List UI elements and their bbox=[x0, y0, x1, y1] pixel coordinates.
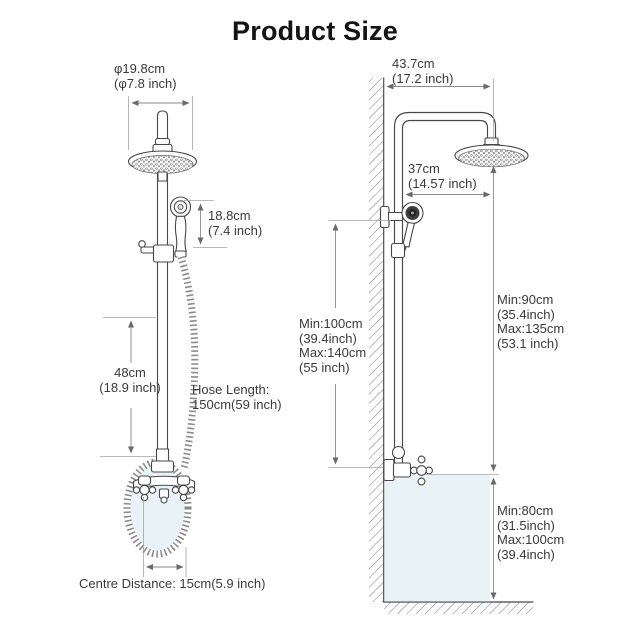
dim-min: Min:80cm bbox=[497, 503, 554, 518]
page-title: Product Size bbox=[232, 16, 398, 46]
dim-max-imperial: (53.1 inch) bbox=[497, 335, 559, 351]
dim-metric: 37cm bbox=[408, 161, 440, 176]
dim-min-imperial: (35.4inch) bbox=[497, 306, 555, 322]
dim-min: Min:100cm bbox=[299, 316, 363, 331]
valve-cross-handle bbox=[410, 455, 433, 486]
dim-max: Max:140cm bbox=[299, 345, 367, 360]
dim-imperial: (14.57 inch) bbox=[408, 176, 477, 191]
dim-max-imperial: (39.4inch) bbox=[497, 546, 555, 562]
label-centre-distance: Centre Distance: 15cm(5.9 inch) bbox=[79, 576, 266, 591]
dim-value: 150cm(59 inch) bbox=[192, 397, 282, 412]
dim-slide-bar-length bbox=[100, 317, 156, 457]
dim-bar-height-range bbox=[328, 220, 391, 468]
shower-nozzle-face bbox=[131, 155, 194, 174]
label-head-offset: 37cm (14.57 inch) bbox=[408, 161, 477, 191]
label-slide-bar-length: 48cm (18.9 inch) bbox=[84, 365, 176, 395]
label-hose-length: Hose Length: 150cm(59 inch) bbox=[192, 382, 282, 412]
mixer-valve bbox=[383, 445, 433, 486]
dim-imperial: (7.4 inch) bbox=[208, 223, 263, 238]
dim-metric: 43.7cm bbox=[392, 56, 435, 71]
dim-max: Max:135cm bbox=[497, 321, 565, 336]
label-head-height-range: Min:90cm (35.4inch) Max:135cm (53.1 inch… bbox=[497, 292, 565, 351]
dim-imperial: (φ7.8 inch) bbox=[114, 76, 177, 91]
left-shower-illustration bbox=[100, 96, 227, 577]
dim-metric: 18.8cm bbox=[208, 208, 251, 223]
dim-head-diameter bbox=[128, 96, 193, 150]
dim-imperial: (17.2 inch) bbox=[392, 71, 454, 86]
dim-metric: 48cm bbox=[114, 365, 146, 380]
faucet-cross-handle-left bbox=[132, 484, 157, 502]
dim-min-imperial: (39.4inch) bbox=[299, 330, 357, 346]
shower-pole bbox=[156, 110, 169, 471]
dim-min: Min:90cm bbox=[497, 292, 554, 307]
dim-hand-shower-length bbox=[184, 200, 227, 248]
wall-hatch bbox=[369, 78, 384, 602]
dim-metric: φ19.8cm bbox=[114, 61, 166, 76]
label-bar-height-range: Min:100cm (39.4inch) Max:140cm (55 inch) bbox=[299, 316, 367, 375]
height-range-region bbox=[384, 475, 490, 602]
dim-label: Hose Length: bbox=[192, 382, 270, 397]
label-arm-reach: 43.7cm (17.2 inch) bbox=[392, 56, 453, 86]
hand-shower-side bbox=[379, 201, 424, 259]
right-shower-illustration bbox=[328, 77, 534, 614]
faucet-cross-handle-right bbox=[171, 484, 196, 502]
dim-max-imperial: (55 inch) bbox=[299, 359, 350, 375]
dim-centre-distance bbox=[143, 497, 187, 577]
mixer-faucet bbox=[132, 448, 196, 504]
label-valve-height-range: Min:80cm (31.5inch) Max:100cm (39.4inch) bbox=[497, 503, 565, 562]
head-collar bbox=[154, 137, 171, 146]
dim-imperial: (18.9 inch) bbox=[99, 380, 161, 395]
label-head-diameter: φ19.8cm (φ7.8 inch) bbox=[114, 61, 177, 91]
slide-bracket bbox=[138, 240, 175, 263]
dim-max: Max:100cm bbox=[497, 532, 565, 547]
hand-shower bbox=[169, 196, 192, 258]
label-hand-shower-length: 18.8cm (7.4 inch) bbox=[208, 208, 262, 238]
floor-hatch bbox=[384, 602, 533, 614]
dim-min-imperial: (31.5inch) bbox=[497, 517, 555, 533]
riser-pipe bbox=[393, 111, 497, 466]
